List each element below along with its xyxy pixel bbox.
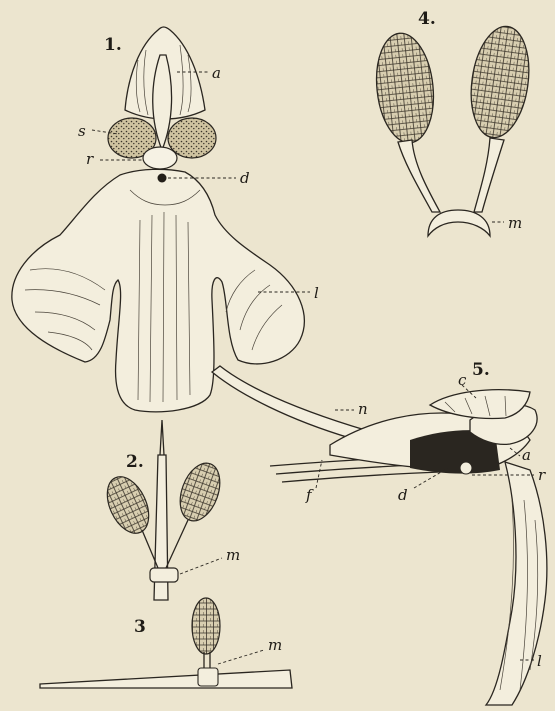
label-a-fig1: a xyxy=(212,64,221,82)
nectary-entrance xyxy=(158,174,167,183)
figure-5 xyxy=(212,366,547,705)
labellum xyxy=(12,169,304,412)
caudicle-left xyxy=(398,140,440,212)
figure-3 xyxy=(40,598,292,688)
label-m-fig4: m xyxy=(508,214,522,232)
pollinium-mass-right xyxy=(464,23,535,142)
pollinium-right xyxy=(168,118,216,158)
label-a-fig5: a xyxy=(522,446,531,464)
label-m-fig3: m xyxy=(268,636,282,654)
label-l-fig5: l xyxy=(537,652,542,670)
label-s-fig1: s xyxy=(78,122,86,140)
figure-2 xyxy=(99,420,227,600)
label-f-fig5: f xyxy=(305,486,314,504)
label-c-fig5: c xyxy=(458,371,467,389)
rostellum xyxy=(143,147,177,169)
label-d-fig1: d xyxy=(240,169,250,187)
figure-number-3: 3 xyxy=(134,617,146,637)
label-n-fig5: n xyxy=(358,400,368,418)
figure-number-4: 4. xyxy=(418,9,436,29)
label-l-fig1: l xyxy=(314,284,319,302)
figure-1 xyxy=(12,27,310,412)
label-d-fig5: d xyxy=(398,486,408,504)
figure-number-1: 1. xyxy=(104,35,122,55)
caudicle-right xyxy=(474,138,504,212)
needle-horizontal xyxy=(40,670,292,688)
figure-number-2: 2. xyxy=(126,452,144,472)
viscid-disc xyxy=(428,210,490,236)
label-r-fig5: r xyxy=(538,466,546,484)
disc-band xyxy=(150,568,178,582)
label-m-fig2: m xyxy=(226,546,240,564)
label-r-fig1: r xyxy=(86,150,94,168)
figure-number-5: 5. xyxy=(472,360,490,380)
figure-4 xyxy=(371,23,535,236)
pollinium-mass-left xyxy=(371,30,438,145)
